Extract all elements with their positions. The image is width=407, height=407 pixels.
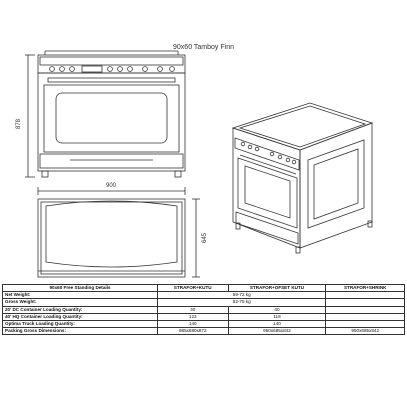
row-label: Net Weight: bbox=[2, 291, 158, 300]
depth-label: 645 bbox=[202, 232, 208, 243]
row-value: 40 bbox=[157, 305, 229, 314]
table-row: Net Weight: 59-72 kg bbox=[2, 291, 405, 300]
isometric-view bbox=[231, 102, 374, 254]
row-value: 40 bbox=[227, 305, 327, 314]
table-header: STRAFOR+KUTU bbox=[157, 283, 229, 293]
row-value: 140 bbox=[227, 319, 327, 329]
row-value bbox=[325, 298, 405, 307]
row-value: 118 bbox=[227, 312, 327, 321]
width-label: 900 bbox=[106, 183, 117, 189]
table-row: Gross Weight: 62-75 kg bbox=[2, 298, 405, 307]
table-row: 20' DC Container Loading Quantity: 40 40 bbox=[2, 305, 405, 314]
row-value: 950x685x842 bbox=[227, 327, 327, 336]
row-label: Packing Gross Dimensions: bbox=[2, 327, 158, 336]
table-row: Optima Truck Loading Quantity: 140 140 bbox=[2, 319, 405, 329]
specs-table: 90x60 Free Standing Details STRAFOR+KUTU… bbox=[2, 283, 405, 336]
top-view bbox=[37, 198, 186, 278]
product-title: 90x60 Tamboy Finn bbox=[173, 44, 234, 51]
front-view bbox=[37, 50, 186, 178]
table-header: 90x60 Free Standing Details bbox=[2, 283, 158, 293]
table-row: 40' HQ Container Loading Quantity: 123 1… bbox=[2, 312, 405, 321]
row-value: 985x680x872 bbox=[157, 327, 229, 336]
table-row: Packing Gross Dimensions: 985x680x872 95… bbox=[2, 327, 405, 336]
row-label: 20' DC Container Loading Quantity: bbox=[2, 305, 158, 314]
height-dimension bbox=[25, 54, 35, 178]
knob-icon bbox=[49, 66, 175, 72]
row-value bbox=[325, 319, 405, 329]
table-header: STRAFOR+OFSET KUTU bbox=[227, 283, 327, 293]
height-label: 878 bbox=[16, 118, 22, 129]
row-value: 140 bbox=[157, 319, 229, 329]
row-value bbox=[325, 312, 405, 321]
table-header-row: 90x60 Free Standing Details STRAFOR+KUTU… bbox=[2, 283, 405, 293]
row-label: Gross Weight: bbox=[2, 298, 158, 307]
table-header: STRAFOR+SHRINK bbox=[325, 283, 405, 293]
width-dimension bbox=[37, 187, 186, 195]
technical-drawing: 878 900 645 bbox=[16, 50, 374, 278]
row-value bbox=[325, 291, 405, 300]
row-label: 40' HQ Container Loading Quantity: bbox=[2, 312, 158, 321]
row-value bbox=[325, 305, 405, 314]
row-value: 62-75 kg bbox=[156, 298, 327, 307]
row-label: Optima Truck Loading Quantity: bbox=[2, 319, 158, 329]
row-value: 59-72 kg bbox=[156, 291, 327, 300]
row-value: 123 bbox=[157, 312, 229, 321]
row-value: 950x685x842 bbox=[325, 327, 405, 336]
depth-dimension bbox=[192, 198, 200, 278]
